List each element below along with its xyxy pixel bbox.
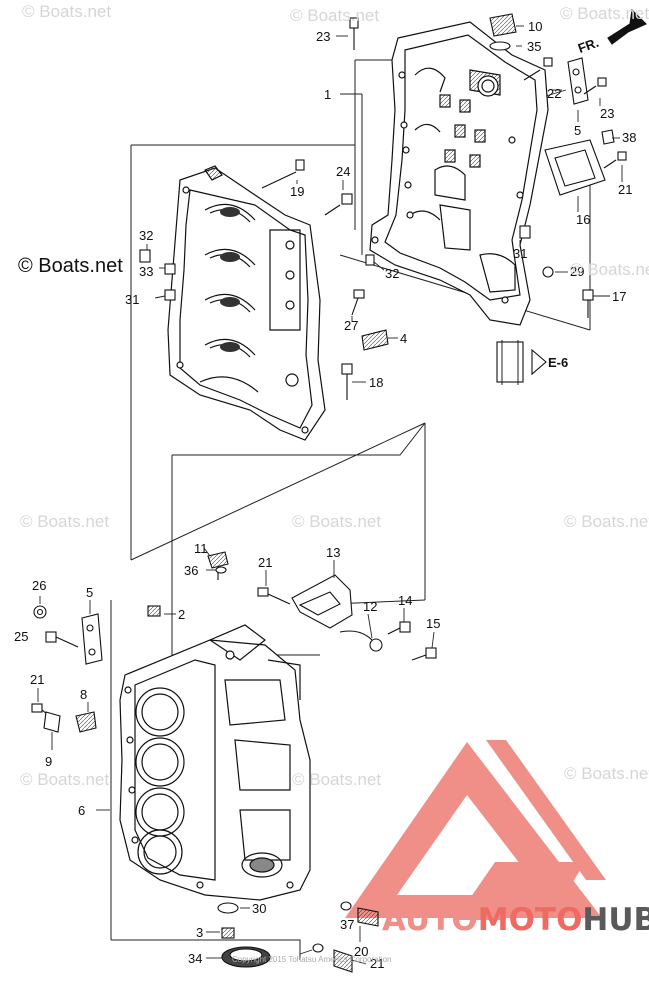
callout-17: 16: [576, 212, 590, 227]
callout-31-b: 32: [385, 266, 399, 281]
callout-21-bottom: 21: [30, 672, 44, 687]
callout-24: 24: [336, 164, 350, 179]
callout-3: 3: [196, 925, 203, 940]
callout-labels: 23 1 10 35 22 23 5 38 21 16 19 24 32 33 …: [14, 19, 636, 971]
watermark-8: © Boats.net: [20, 770, 110, 789]
logo-word-auto: AUTO: [382, 902, 478, 938]
cylinder-head: [167, 165, 326, 441]
watermark-3: © Boats.net: [560, 4, 649, 23]
callout-5-bottom: 5: [86, 585, 93, 600]
callout-18: 17: [612, 289, 626, 304]
callout-20: 19: [290, 184, 304, 199]
callout-29: 30: [252, 901, 266, 916]
callout-23-bottom: 25: [14, 629, 28, 644]
callout-25: 26: [32, 578, 46, 593]
logo-wordmark: AUTOMOTOHUB: [382, 902, 649, 942]
callout-7: 11: [194, 541, 208, 556]
callout-36: 37: [340, 917, 354, 932]
callout-35: 36: [184, 563, 198, 578]
copyright-text: Copyright 2015 Tohatsu America Corporati…: [232, 955, 392, 964]
callout-12: 8: [80, 687, 87, 702]
watermark-main: © Boats.net: [18, 255, 123, 277]
callout-4: 4: [400, 331, 407, 346]
watermark-6: © Boats.net: [292, 512, 382, 531]
callout-32-b: 33: [139, 264, 153, 279]
callout-31-a: 31: [513, 246, 527, 261]
callout-5-top: 5: [574, 123, 581, 138]
callout-26: 27: [344, 318, 358, 333]
small-parts: [31, 8, 647, 973]
leader-lines: [37, 25, 623, 965]
callout-22: 22: [547, 86, 561, 101]
callout-14: 13: [326, 545, 340, 560]
watermark-1: © Boats.net: [22, 2, 112, 21]
watermark-4: © Boats.net: [570, 260, 649, 279]
automotohub-logo: [345, 740, 606, 920]
callout-10: 15: [426, 616, 440, 631]
callout-16: 21: [370, 956, 384, 971]
front-label: FR.: [576, 35, 601, 56]
logo-word-moto: MOTO: [477, 902, 583, 938]
watermark-7: © Boats.net: [564, 512, 649, 531]
logo-word-hub: HUB: [582, 902, 649, 938]
callout-2: 2: [178, 607, 185, 622]
callout-1: 1: [324, 87, 331, 102]
callout-21-top: 21: [618, 182, 632, 197]
callout-33: 34: [188, 951, 202, 966]
callout-15: 20: [354, 944, 368, 959]
callout-23-top: 23: [600, 106, 614, 121]
watermark-9: © Boats.net: [292, 770, 382, 789]
callout-13: 9: [45, 754, 52, 769]
callout-34: 35: [527, 39, 541, 54]
ref-label-e6: E-6: [548, 355, 568, 370]
callout-27: 23: [316, 29, 330, 44]
callout-21-mid: 21: [258, 555, 272, 570]
watermark-10: © Boats.net: [564, 764, 649, 783]
callout-38: 38: [622, 130, 636, 145]
callout-28: 29: [570, 264, 584, 279]
callout-9: 14: [398, 593, 412, 608]
watermark-2: © Boats.net: [290, 6, 380, 25]
callout-6: 6: [78, 803, 85, 818]
cylinder-block: [119, 624, 311, 901]
callout-11: 10: [528, 19, 542, 34]
callout-32-a: 32: [139, 228, 153, 243]
watermark-5: © Boats.net: [20, 512, 110, 531]
crankcase-upper: [369, 21, 549, 326]
callout-30: 31: [125, 292, 139, 307]
callout-19: 18: [369, 375, 383, 390]
callout-8: 12: [363, 599, 377, 614]
